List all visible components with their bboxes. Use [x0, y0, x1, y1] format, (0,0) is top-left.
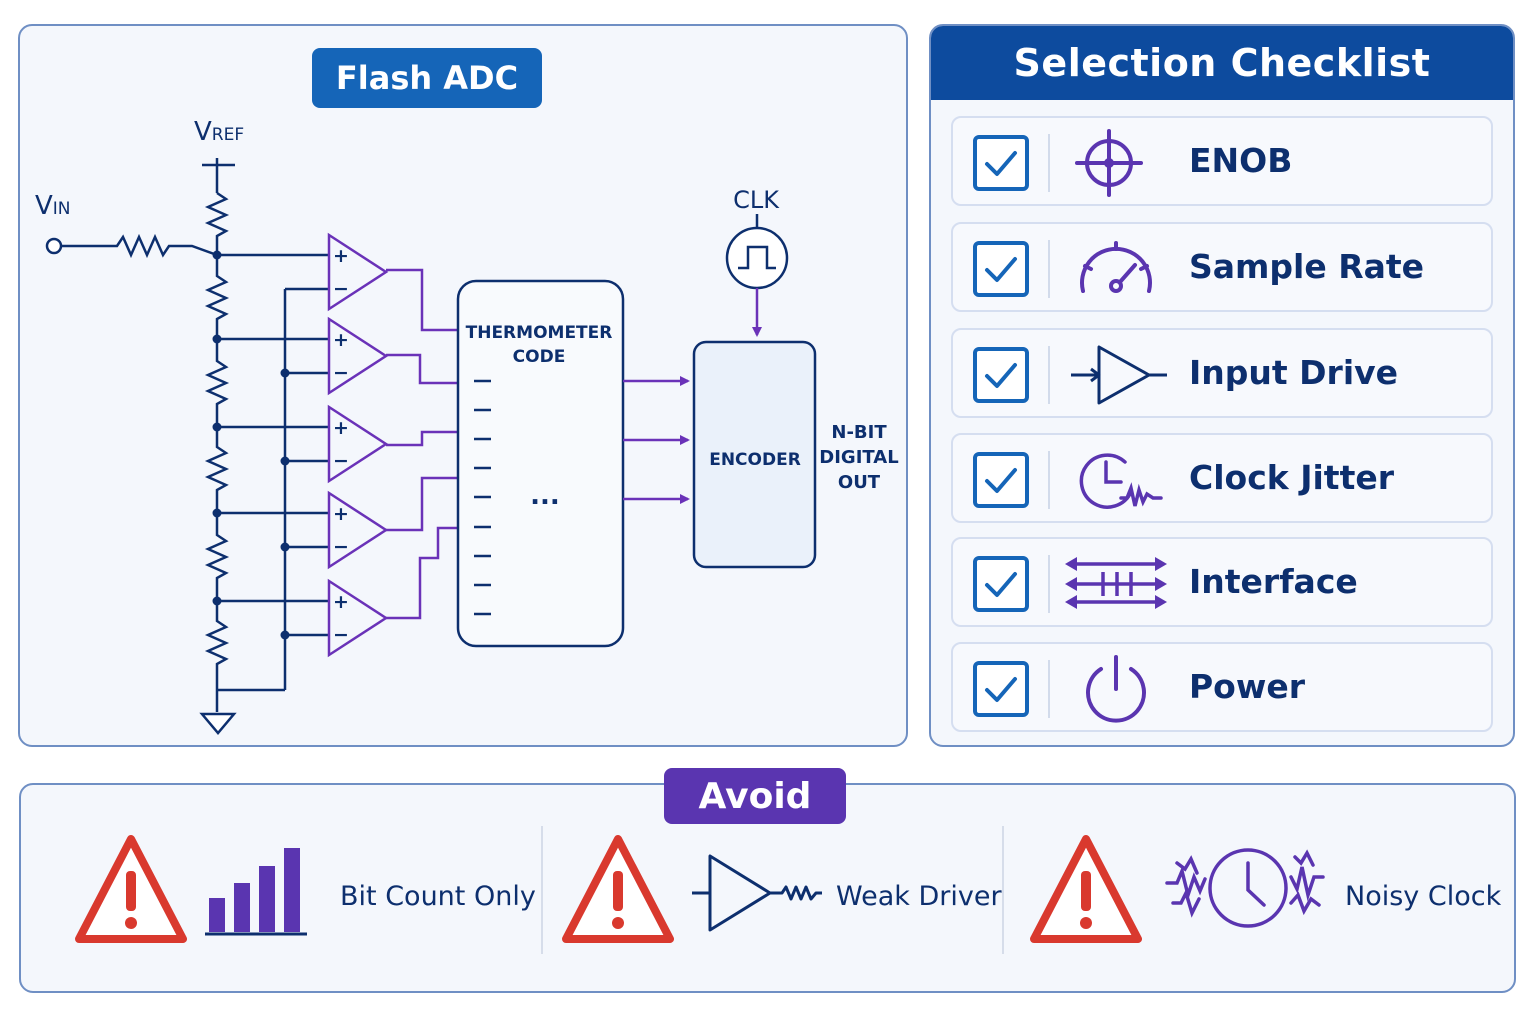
encoder-block	[692, 340, 817, 569]
comparator	[327, 232, 389, 312]
comparator	[327, 404, 389, 484]
comparator-minus: −	[333, 624, 349, 646]
comparator-plus: +	[333, 245, 349, 267]
clock-jitter-icon	[1061, 440, 1171, 520]
warning-icon	[562, 833, 674, 949]
avoid-item-label: Bit Count Only	[340, 881, 536, 912]
vref-terminal	[202, 158, 235, 193]
checklist-title: Selection Checklist	[931, 26, 1513, 100]
checkbox-checked-icon[interactable]	[973, 452, 1029, 508]
checklist-item-label: Clock Jitter	[1189, 458, 1394, 497]
comparator	[327, 316, 389, 396]
comparator-output	[386, 353, 458, 385]
comparator-minus: −	[333, 362, 349, 384]
clock-source-icon	[725, 226, 789, 290]
warning-icon	[75, 833, 187, 949]
comparator-minus: −	[333, 278, 349, 300]
thermometer-label-1: THERMOMETER	[466, 323, 613, 343]
comparator-plus: +	[333, 503, 349, 525]
comparator-output	[386, 268, 458, 332]
checklist-item-label: Input Drive	[1189, 353, 1399, 392]
checklist-item: Interface	[951, 537, 1493, 627]
comparator	[327, 578, 389, 658]
output-label-1: N-BIT	[831, 422, 887, 443]
item-divider	[1048, 346, 1050, 404]
comparator-output	[386, 476, 458, 532]
item-divider	[1048, 451, 1050, 509]
comparator-plus: +	[333, 591, 349, 613]
flash-adc-schematic: VREF VIN CLK + − + − + − + − + − THERMOMETER CODE…	[35, 117, 899, 735]
checklist-item: ENOB	[951, 116, 1493, 206]
avoid-item-label: Weak Driver	[836, 881, 1002, 912]
power-icon	[1061, 649, 1171, 729]
checklist-item: Power	[951, 642, 1493, 732]
comparator-minus: −	[333, 450, 349, 472]
comparator-minus: −	[333, 536, 349, 558]
item-divider	[1048, 555, 1050, 613]
checklist-item: Input Drive	[951, 328, 1493, 418]
checklist-item-label: Interface	[1189, 562, 1358, 601]
thermometer-ellipsis: ...	[530, 481, 560, 511]
gauge-icon	[1061, 229, 1171, 309]
comparator-output	[386, 430, 458, 447]
output-label-2: DIGITAL	[819, 447, 898, 468]
noisy-clock-icon	[1163, 833, 1333, 947]
output-label-3: OUT	[838, 472, 881, 493]
checkbox-checked-icon[interactable]	[973, 135, 1029, 191]
checkbox-checked-icon[interactable]	[973, 661, 1029, 717]
clk-label: CLK	[733, 186, 780, 214]
warning-icon	[1030, 833, 1142, 949]
avoid-divider	[1002, 826, 1004, 954]
resistor-ladder	[204, 191, 230, 712]
weak-amplifier-icon	[690, 848, 830, 942]
flash-adc-title: Flash ADC	[312, 48, 542, 108]
crosshair-icon	[1061, 123, 1171, 203]
checkbox-checked-icon[interactable]	[973, 556, 1029, 612]
item-divider	[1048, 134, 1050, 192]
checkbox-checked-icon[interactable]	[973, 347, 1029, 403]
checklist-item-label: ENOB	[1189, 141, 1293, 180]
thermometer-code-block	[456, 279, 625, 648]
comparator-plus: +	[333, 417, 349, 439]
vin-label: VIN	[35, 191, 71, 221]
vin-terminal	[45, 237, 63, 255]
encoder-label: ENCODER	[709, 450, 801, 470]
comparator-bank: + − + − + − + − + −	[212, 232, 458, 658]
checkbox-checked-icon[interactable]	[973, 241, 1029, 297]
encoder-input-arrows	[623, 376, 690, 504]
input-resistor	[61, 233, 218, 259]
vref-label: VREF	[194, 117, 244, 147]
item-divider	[1048, 240, 1050, 298]
amplifier-icon	[1061, 335, 1171, 415]
thermometer-ticks	[474, 379, 491, 616]
checklist-item-label: Power	[1189, 667, 1305, 706]
comparator-plus: +	[333, 329, 349, 351]
bus-arrows-icon	[1061, 544, 1171, 624]
checklist-item: Clock Jitter	[951, 433, 1493, 523]
comparator	[327, 490, 389, 570]
bar-chart-icon	[203, 838, 313, 942]
avoid-divider	[541, 826, 543, 954]
checklist-item: Sample Rate	[951, 222, 1493, 312]
avoid-title: Avoid	[664, 768, 846, 824]
item-divider	[1048, 660, 1050, 718]
ground-symbol	[199, 712, 237, 735]
checklist-item-label: Sample Rate	[1189, 247, 1425, 286]
avoid-item-label: Noisy Clock	[1345, 881, 1502, 912]
thermometer-label-2: CODE	[513, 347, 566, 367]
comparator-output	[386, 526, 458, 620]
